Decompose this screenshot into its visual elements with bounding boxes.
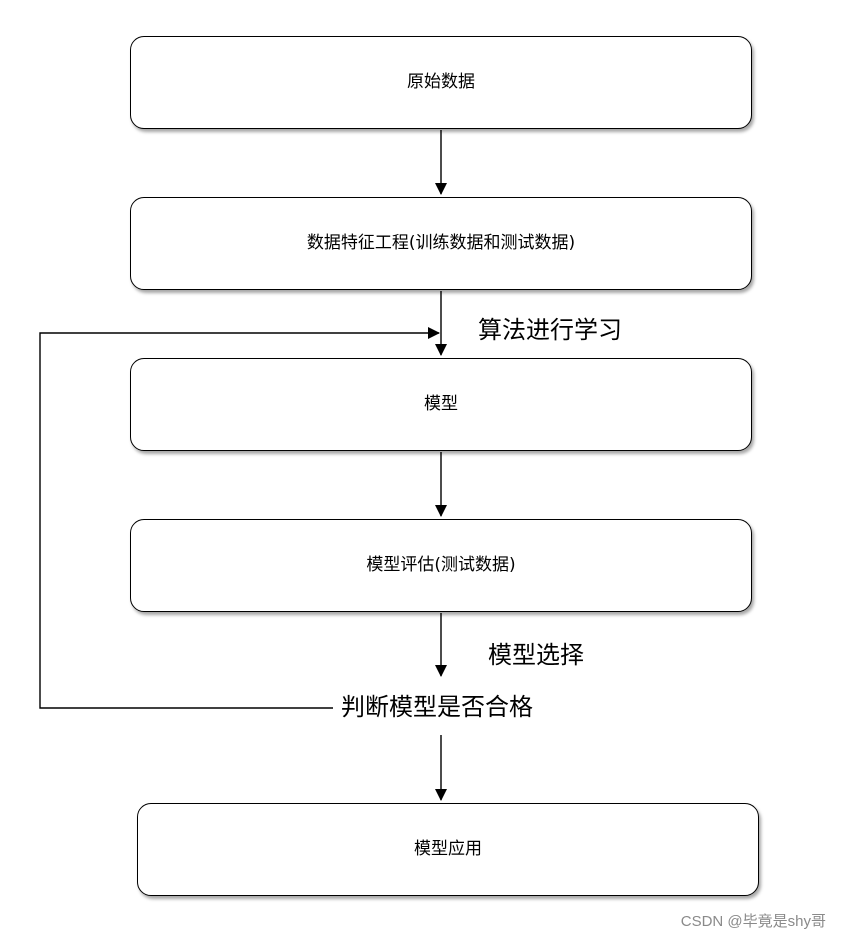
node-raw-data-label: 原始数据: [407, 72, 475, 92]
node-model-label: 模型: [424, 394, 458, 414]
edge-label-model-selection: 模型选择: [488, 641, 584, 669]
node-model-evaluation: 模型评估(测试数据): [130, 519, 752, 612]
feedback-loop-line: [39, 327, 440, 709]
csdn-watermark: CSDN @毕竟是shy哥: [680, 913, 826, 930]
node-feature-engineering: 数据特征工程(训练数据和测试数据): [130, 197, 752, 290]
edge-label-algorithm-learning: 算法进行学习: [478, 316, 622, 344]
node-model: 模型: [130, 358, 752, 451]
decision-label: 判断模型是否合格: [339, 693, 535, 721]
node-model-application: 模型应用: [137, 803, 759, 896]
node-feature-engineering-label: 数据特征工程(训练数据和测试数据): [306, 233, 576, 253]
node-model-application-label: 模型应用: [414, 839, 482, 859]
node-model-evaluation-label: 模型评估(测试数据): [366, 555, 516, 575]
node-raw-data: 原始数据: [130, 36, 752, 129]
